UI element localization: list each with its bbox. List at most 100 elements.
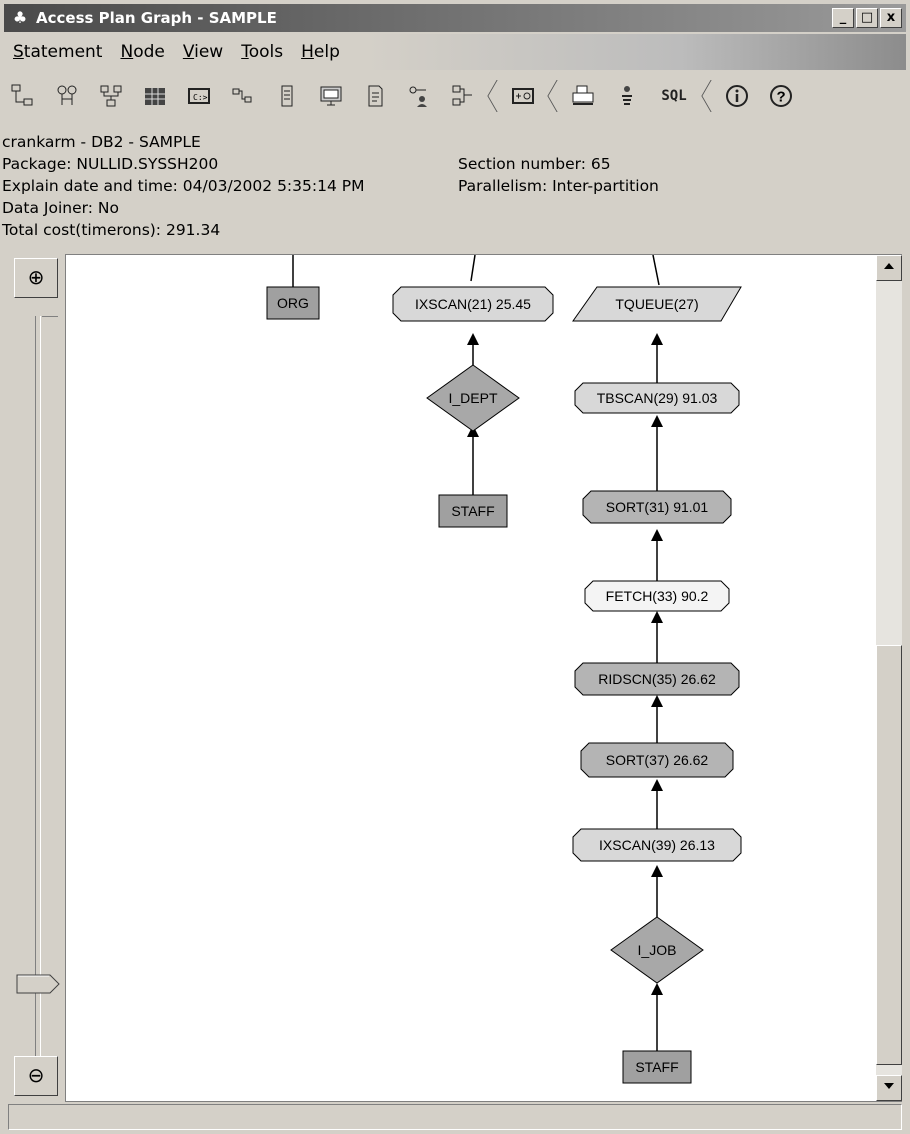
node-label: IXSCAN(39) 26.13: [599, 837, 715, 853]
graph-canvas[interactable]: ORG IXSCAN(21) 25.45 I_DEPT STAFF TQUEUE…: [8, 254, 902, 1102]
people-icon[interactable]: [608, 77, 646, 115]
total-cost-label: Total cost(timerons): 291.34: [2, 221, 221, 239]
info-icon[interactable]: [718, 77, 756, 115]
svg-text:C:>: C:>: [193, 93, 208, 102]
statistics-icon[interactable]: [136, 77, 174, 115]
print-icon[interactable]: [564, 77, 602, 115]
graph-edges: [292, 255, 663, 1051]
package-label: Package: NULLID.SYSSH200: [2, 155, 219, 173]
node-label: FETCH(33) 90.2: [606, 588, 709, 604]
node-label: IXSCAN(21) 25.45: [415, 296, 531, 312]
graph-node-tbscan-29[interactable]: TBSCAN(29) 91.03: [574, 382, 740, 414]
menu-bar: Statement Node View Tools Help: [4, 34, 906, 70]
parallelism-label: Parallelism: Inter-partition: [458, 177, 659, 195]
close-button[interactable]: x: [880, 8, 902, 28]
zoom-in-button[interactable]: ⊕: [14, 258, 58, 298]
node-label: TBSCAN(29) 91.03: [597, 390, 718, 406]
window-controls: _ □ x: [832, 8, 902, 28]
maximize-button[interactable]: □: [856, 8, 878, 28]
edge: [470, 255, 476, 282]
node-label: I_DEPT: [448, 390, 497, 406]
toolbar: C:> SQL: [4, 72, 906, 120]
zoom-panel: ⊕ ⊖: [8, 254, 66, 1102]
toolbar-separator: [488, 76, 498, 116]
window-title: Access Plan Graph - SAMPLE: [36, 9, 277, 27]
zoom-out-button[interactable]: ⊖: [14, 1056, 58, 1096]
menu-label: tatement: [23, 42, 103, 62]
app-icon: ♣: [12, 8, 28, 27]
minimize-button[interactable]: _: [832, 8, 854, 28]
menu-tools[interactable]: Tools: [232, 42, 292, 62]
scroll-down-button[interactable]: [876, 1075, 902, 1101]
node-label: SORT(37) 26.62: [606, 752, 709, 768]
node-label: RIDSCN(35) 26.62: [598, 671, 716, 687]
menu-mnemonic: V: [182, 42, 195, 62]
zoom-track[interactable]: [35, 316, 41, 1076]
plan-info-panel: crankarm - DB2 - SAMPLE Package: NULLID.…: [0, 126, 910, 254]
arrow-down-icon: [884, 1083, 894, 1089]
graph-node-ridscn-35[interactable]: RIDSCN(35) 26.62: [574, 662, 740, 696]
graph-node-staff[interactable]: STAFF: [438, 494, 508, 528]
node-label: STAFF: [635, 1059, 678, 1075]
data-joiner-label: Data Joiner: No: [2, 199, 119, 217]
graph-node-i-dept[interactable]: I_DEPT: [426, 364, 520, 432]
section-number-label: Section number: 65: [458, 155, 611, 173]
connection-icon[interactable]: [444, 77, 482, 115]
scroll-thumb[interactable]: [876, 645, 902, 1065]
edge: [652, 255, 660, 286]
graph-node-ixscan-21[interactable]: IXSCAN(21) 25.45: [392, 286, 554, 322]
graph-node-fetch-33[interactable]: FETCH(33) 90.2: [584, 580, 730, 612]
title-bar[interactable]: ♣ Access Plan Graph - SAMPLE _ □ x: [4, 4, 906, 32]
scroll-up-button[interactable]: [876, 255, 902, 281]
graph-node-org[interactable]: ORG: [266, 286, 320, 320]
node-label: STAFF: [451, 503, 494, 519]
menu-node[interactable]: Node: [111, 42, 173, 62]
menu-label: elp: [313, 42, 340, 62]
zoom-slider-thumb[interactable]: [16, 973, 60, 1001]
svg-text:?: ?: [777, 89, 786, 106]
connection-label: crankarm - DB2 - SAMPLE: [2, 133, 201, 151]
menu-help[interactable]: Help: [292, 42, 349, 62]
zoom-in-icon: ⊕: [27, 265, 45, 289]
node-label: ORG: [277, 295, 309, 311]
graph-node-sort-31[interactable]: SORT(31) 91.01: [582, 490, 732, 524]
node-label: I_JOB: [638, 942, 677, 958]
toolbar-separator: [702, 76, 712, 116]
menu-label: iew: [194, 42, 224, 62]
help-icon[interactable]: ?: [762, 77, 800, 115]
document-icon[interactable]: [356, 77, 394, 115]
menu-label: ode: [133, 42, 165, 62]
tree-icon[interactable]: [4, 77, 42, 115]
menu-view[interactable]: View: [174, 42, 232, 62]
zoom-tick: [42, 316, 58, 317]
zoom-out-icon: ⊖: [27, 1063, 45, 1087]
list-icon[interactable]: [268, 77, 306, 115]
menu-label: ools: [248, 42, 284, 62]
node-label: TQUEUE(27): [615, 296, 698, 312]
menu-mnemonic: T: [241, 42, 249, 62]
menu-mnemonic: S: [13, 42, 24, 62]
status-bar: [8, 1104, 902, 1130]
graph-node-sort-37[interactable]: SORT(37) 26.62: [580, 742, 734, 778]
menu-mnemonic: N: [120, 42, 134, 62]
command-icon[interactable]: C:>: [180, 77, 218, 115]
explain-date-label: Explain date and time: 04/03/2002 5:35:1…: [2, 177, 365, 195]
toolbar-separator: [548, 76, 558, 116]
graph-node-i-job[interactable]: I_JOB: [610, 916, 704, 984]
settings-icon[interactable]: [504, 77, 542, 115]
node-details-icon[interactable]: [48, 77, 86, 115]
graph-icon[interactable]: [224, 77, 262, 115]
sql-icon[interactable]: SQL: [661, 88, 687, 104]
expand-icon[interactable]: [92, 77, 130, 115]
access-plan-graph: ORG IXSCAN(21) 25.45 I_DEPT STAFF TQUEUE…: [266, 255, 742, 1084]
node-label: SORT(31) 91.01: [606, 499, 709, 515]
key-user-icon[interactable]: [400, 77, 438, 115]
graph-node-tqueue-27[interactable]: TQUEUE(27): [572, 286, 742, 322]
menu-statement[interactable]: Statement: [4, 42, 111, 62]
graph-node-ixscan-39[interactable]: IXSCAN(39) 26.13: [572, 828, 742, 862]
vertical-scrollbar[interactable]: [876, 255, 902, 1101]
monitor-icon[interactable]: [312, 77, 350, 115]
menu-mnemonic: H: [301, 42, 314, 62]
graph-node-staff[interactable]: STAFF: [622, 1050, 692, 1084]
